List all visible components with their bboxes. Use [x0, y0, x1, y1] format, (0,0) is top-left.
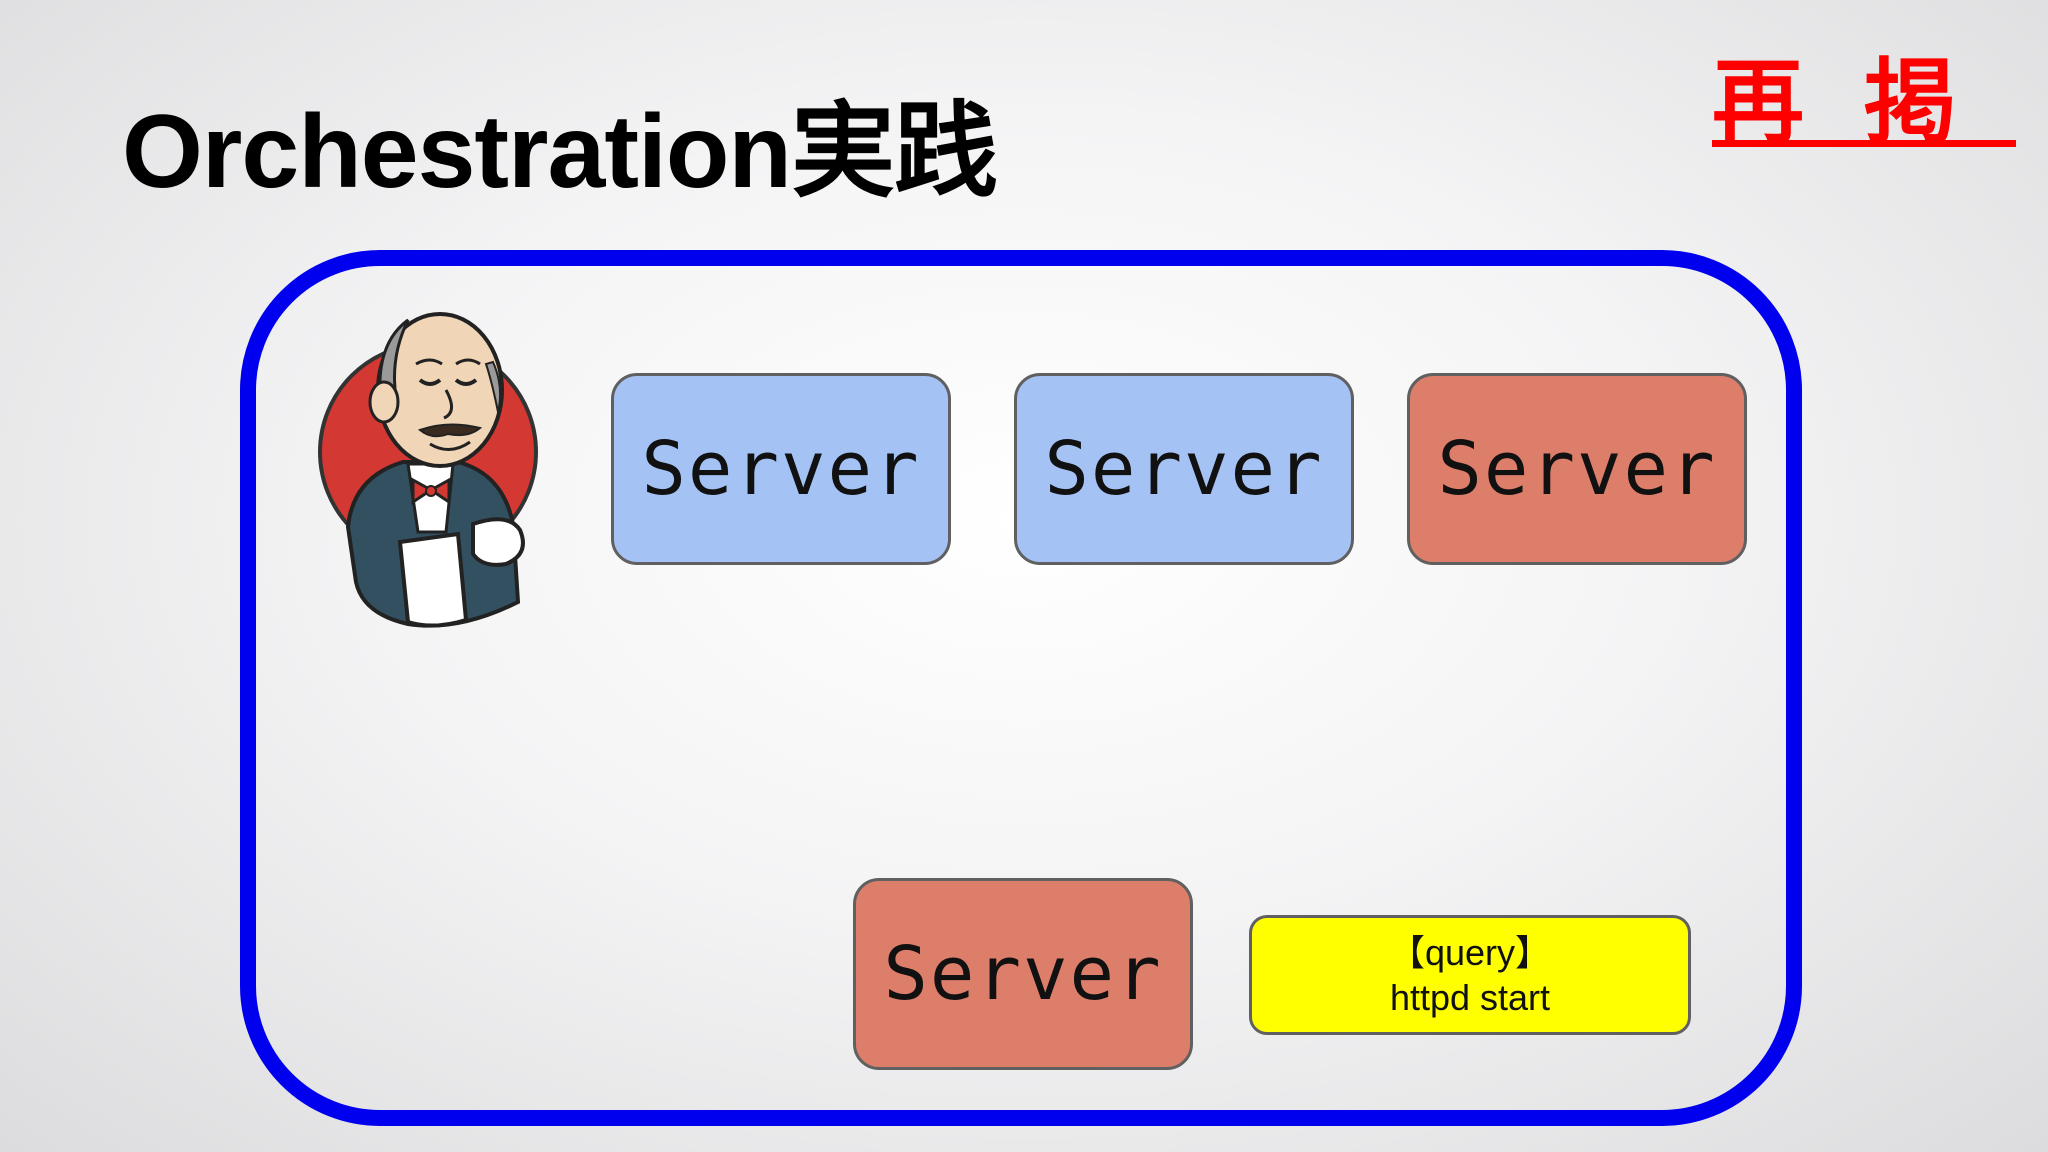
server-box-3: Server: [1407, 373, 1747, 565]
server-label: Server: [1044, 426, 1324, 512]
server-box-4: Server: [853, 878, 1193, 1070]
server-label: Server: [1437, 426, 1717, 512]
note-line-2: httpd start: [1389, 977, 1551, 1018]
note-line-1: 【query】: [1388, 932, 1552, 973]
jenkins-butler-icon: [318, 312, 538, 628]
server-box-2: Server: [1014, 373, 1354, 565]
page-title: Orchestration実践: [122, 94, 998, 210]
server-box-1: Server: [611, 373, 951, 565]
server-label: Server: [883, 931, 1163, 1017]
query-note: 【query】 httpd start: [1249, 915, 1691, 1035]
server-label: Server: [641, 426, 921, 512]
repost-stamp: 再掲: [1712, 49, 2017, 156]
orchestration-frame: [240, 250, 1802, 1126]
